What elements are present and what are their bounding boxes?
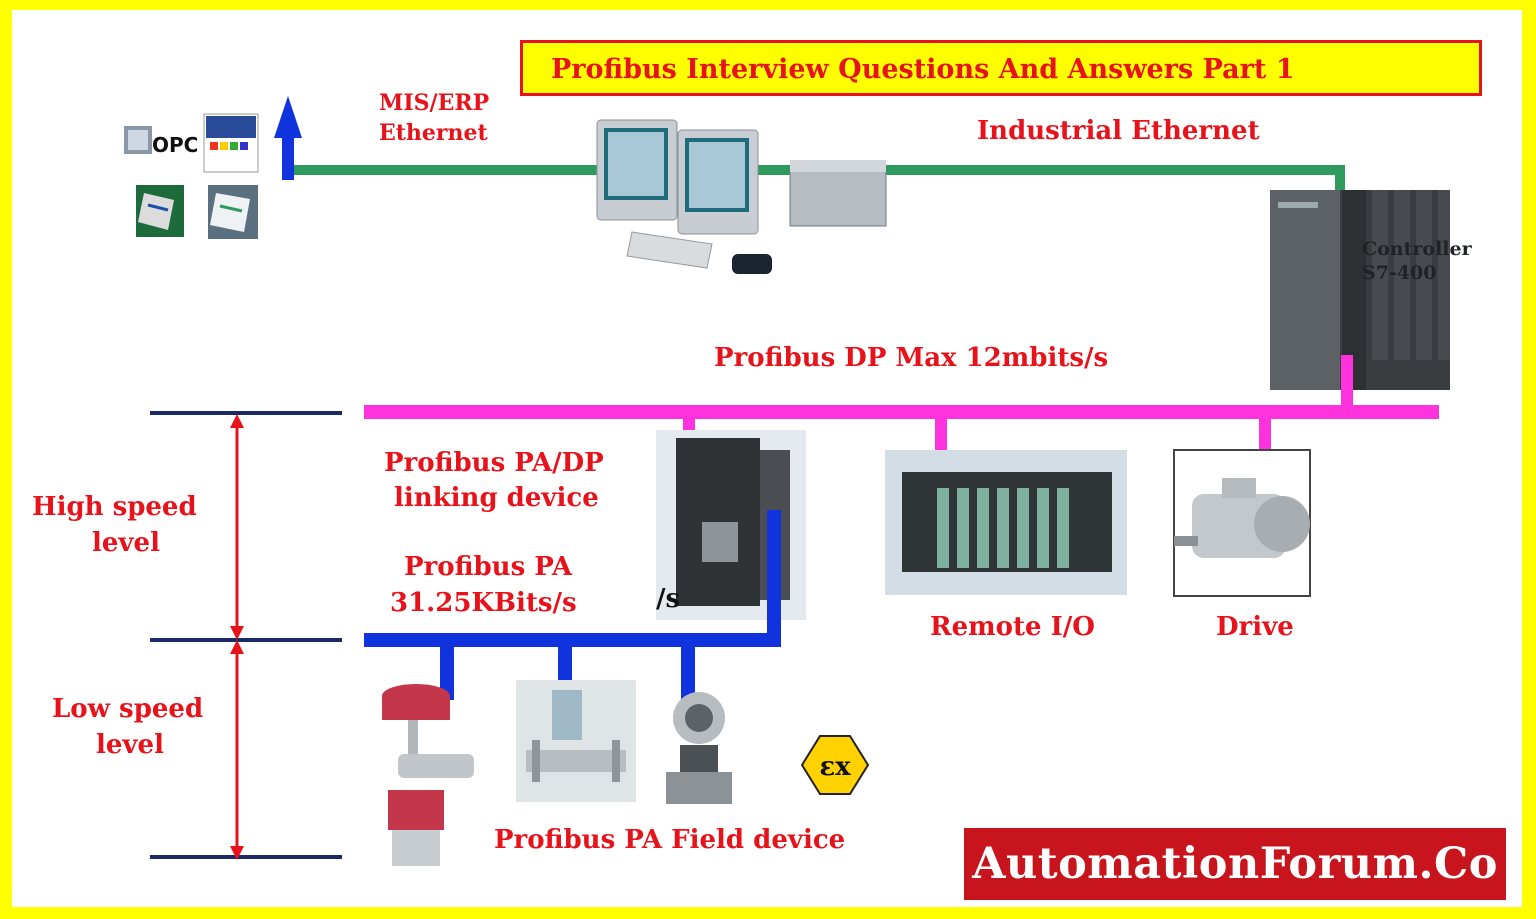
field-device-label: Profibus PA Field device [494, 825, 846, 855]
profibus-pa-bus [364, 510, 781, 647]
opc-text: OPC [152, 133, 198, 157]
sap-icon [203, 113, 259, 173]
network-diagram: OPC [124, 96, 1450, 866]
controller-model-label: S7-400 [1362, 262, 1437, 284]
mis-erp-ethernet-label: Ethernet [379, 120, 488, 146]
diagram-canvas: OPC [12, 10, 1522, 907]
remote-io-icon [885, 450, 1127, 595]
profibus-dp-label: Profibus DP Max 12mbits/s [714, 343, 1109, 373]
report-icon [208, 185, 258, 239]
remote-io-label: Remote I/O [930, 612, 1095, 642]
ex-hazard-icon: εx [800, 735, 870, 795]
ex-mark-text: εx [819, 752, 851, 782]
controller-icon [1270, 190, 1450, 390]
low-speed-arrow-icon [230, 640, 244, 860]
motor-icon [1173, 449, 1311, 597]
opc-icon: OPC [124, 120, 198, 170]
document-icon [136, 185, 184, 237]
pressure-transmitter-icon [666, 692, 732, 804]
mis-erp-label: MIS/ERP [379, 90, 490, 116]
profibus-pa-label: Profibus PA [404, 552, 573, 582]
arrow-up-icon [274, 96, 302, 180]
pa-dp-link-label: Profibus PA/DP [384, 448, 604, 478]
title-banner: Profibus Interview Questions And Answers… [520, 40, 1482, 96]
high-speed-arrow-icon [230, 414, 244, 640]
flow-transmitter-icon [516, 680, 636, 802]
drive-label: Drive [1216, 612, 1294, 642]
high-speed-label: High speed [32, 492, 197, 522]
control-valve-icon [382, 684, 474, 866]
industrial-ethernet-label: Industrial Ethernet [977, 116, 1260, 146]
low-speed-level-label: level [96, 730, 164, 760]
controller-label: Controller [1362, 238, 1472, 260]
page-title: Profibus Interview Questions And Answers… [551, 54, 1295, 85]
brand-logo: AutomationForum.Co [964, 828, 1506, 900]
profibus-pa-speed-label: 31.25KBits/s [390, 588, 577, 618]
low-speed-label: Low speed [52, 694, 204, 724]
link-fragment-label: /s [656, 584, 681, 614]
workstation-icon [596, 119, 887, 274]
high-speed-level-label: level [92, 528, 160, 558]
linking-device-label: linking device [394, 483, 599, 513]
